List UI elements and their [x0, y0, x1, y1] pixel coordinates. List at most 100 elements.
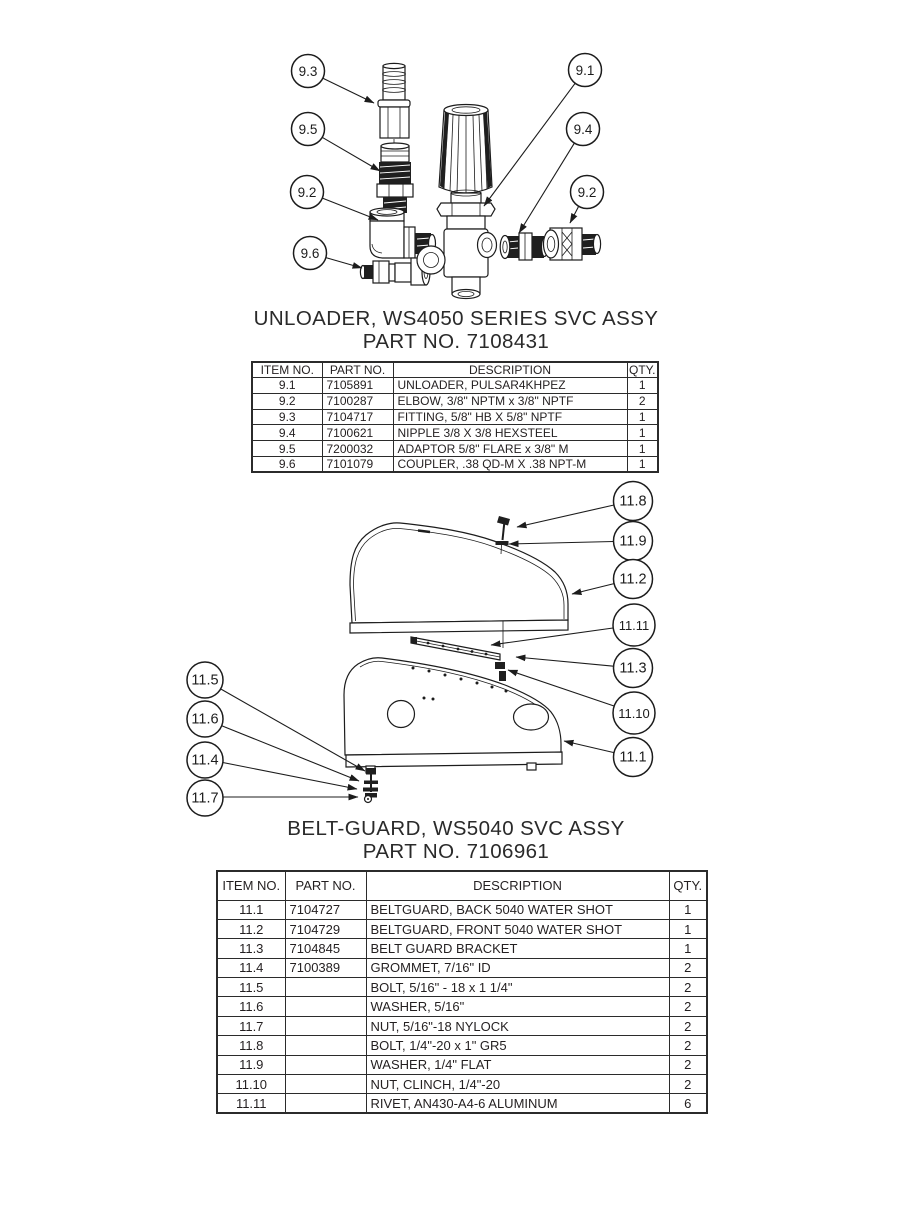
col-header-description: DESCRIPTION	[392, 361, 628, 378]
cell-part-no	[284, 1054, 367, 1076]
cell-qty: 2	[668, 1074, 708, 1095]
cell-item-no: 11.5	[216, 977, 286, 998]
cell-qty: 1	[668, 899, 708, 920]
cell-part-no	[284, 1074, 367, 1095]
cell-description: WASHER, 1/4" FLAT	[365, 1054, 670, 1076]
callout-label: 9.3	[299, 64, 318, 79]
assembly-part-number: PART NO. 7106961	[362, 840, 550, 863]
unloader-leader-lines	[321, 77, 580, 269]
cell-item-no: 11.4	[216, 957, 286, 979]
callout-balloon-11-7: 11.7	[186, 779, 224, 817]
cell-qty: 1	[668, 918, 708, 940]
cell-item-no: 9.2	[251, 392, 323, 410]
table-row: 11.8 BOLT, 1/4"-20 x 1" GR5 2	[216, 1035, 708, 1056]
cell-part-no	[284, 1015, 367, 1037]
col-header-part-no: PART NO.	[284, 870, 367, 901]
cell-qty: 1	[626, 424, 659, 442]
callout-balloon-9-5: 9.5	[290, 111, 326, 147]
table-row: 11.9 WASHER, 1/4" FLAT 2	[216, 1054, 708, 1076]
cell-description: BOLT, 5/16" - 18 x 1 1/4"	[365, 977, 670, 998]
cell-item-no: 11.8	[216, 1035, 286, 1056]
table-row: 11.6 WASHER, 5/16" 2	[216, 996, 708, 1017]
back-beltguard-drawing	[343, 657, 563, 774]
table-row: 11.4 7100389 GROMMET, 7/16" ID 2	[216, 957, 708, 979]
cell-part-no	[284, 977, 367, 998]
beltguard-title-block: BELT-GUARD, WS5040 SVC ASSY PART NO. 710…	[6, 817, 906, 863]
callout-balloon-9-4: 9.4	[565, 111, 601, 147]
cell-part-no	[284, 996, 367, 1017]
cell-item-no: 9.6	[251, 455, 323, 473]
elbow-right-drawing	[542, 227, 602, 261]
callout-balloon-11-1: 11.1	[612, 736, 654, 778]
table-row: 11.11 RIVET, AN430-A4-6 ALUMINUM 6	[216, 1093, 708, 1114]
unloader-assembly-drawing: 9.3 9.5 9.2 9.6 9.1 9.4	[289, 52, 605, 300]
callout-balloon-11-10: 11.10	[612, 691, 656, 735]
cell-part-no: 7104717	[321, 408, 394, 426]
cell-description: FITTING, 5/8" HB X 5/8" NPTF	[392, 408, 628, 426]
callout-label: 9.6	[301, 246, 320, 261]
cell-qty: 2	[668, 957, 708, 979]
cell-item-no: 11.3	[216, 938, 286, 959]
assembly-title: UNLOADER, WS4050 SERIES SVC ASSY	[253, 307, 659, 330]
callout-balloon-11-3: 11.3	[612, 647, 654, 689]
callout-balloon-11-8: 11.8	[612, 480, 654, 522]
cell-part-no: 7104845	[284, 938, 367, 959]
table-row: 9.3 7104717 FITTING, 5/8" HB X 5/8" NPTF…	[251, 408, 659, 426]
cell-description: ADAPTOR 5/8" FLARE x 3/8" M	[392, 440, 628, 457]
col-header-item-no: ITEM NO.	[251, 361, 323, 378]
cell-item-no: 11.7	[216, 1015, 286, 1037]
cell-description: UNLOADER, PULSAR4KHPEZ	[392, 377, 628, 394]
table-row: 11.5 BOLT, 5/16" - 18 x 1 1/4" 2	[216, 977, 708, 998]
cell-item-no: 11.1	[216, 899, 286, 920]
callout-balloon-9-3: 9.3	[290, 53, 326, 89]
callout-label: 9.2	[298, 185, 317, 200]
callout-balloon-11-4: 11.4	[186, 741, 224, 779]
unloader-valve-drawing	[416, 103, 498, 300]
callout-label: 11.1	[619, 750, 646, 766]
callout-balloon-9-2-left: 9.2	[289, 174, 325, 210]
cell-qty: 2	[668, 1015, 708, 1037]
callout-label: 9.1	[576, 63, 595, 78]
table-row: 9.2 7100287 ELBOW, 3/8" NPTM x 3/8" NPTF…	[251, 392, 659, 410]
table-header-row: ITEM NO. PART NO. DESCRIPTION QTY.	[251, 361, 659, 378]
table-row: 11.2 7104729 BELTGUARD, FRONT 5040 WATER…	[216, 918, 708, 940]
cell-part-no: 7200032	[321, 440, 394, 457]
cell-qty: 1	[668, 938, 708, 959]
callout-label: 11.5	[191, 673, 218, 689]
cell-description: COUPLER, .38 QD-M X .38 NPT-M	[392, 455, 628, 473]
bracket-drawing	[410, 621, 506, 681]
beltguard-leader-lines	[220, 504, 615, 801]
cell-description: BELTGUARD, BACK 5040 WATER SHOT	[365, 899, 670, 920]
cell-description: RIVET, AN430-A4-6 ALUMINUM	[365, 1093, 670, 1114]
callout-label: 9.5	[299, 122, 318, 137]
cell-part-no: 7100621	[321, 424, 394, 442]
cell-part-no: 7104727	[284, 899, 367, 920]
cell-description: BOLT, 1/4"-20 x 1" GR5	[365, 1035, 670, 1056]
col-header-description: DESCRIPTION	[365, 870, 670, 901]
cell-item-no: 9.3	[251, 408, 323, 426]
callout-balloon-11-11: 11.11	[612, 603, 656, 647]
cell-qty: 1	[626, 440, 659, 457]
cell-description: GROMMET, 7/16" ID	[365, 957, 670, 979]
cell-description: NUT, 5/16"-18 NYLOCK	[365, 1015, 670, 1037]
cell-part-no	[284, 1035, 367, 1056]
cell-qty: 2	[668, 1054, 708, 1076]
table-row: 11.1 7104727 BELTGUARD, BACK 5040 WATER …	[216, 899, 708, 920]
cell-description: BELT GUARD BRACKET	[365, 938, 670, 959]
assembly-part-number: PART NO. 7108431	[362, 330, 550, 353]
beltguard-parts-table: ITEM NO. PART NO. DESCRIPTION QTY. 11.1 …	[216, 870, 708, 1115]
callout-balloon-11-9: 11.9	[612, 520, 654, 562]
nipple-drawing	[499, 232, 549, 261]
callout-balloon-11-6: 11.6	[186, 700, 224, 738]
table-row: 11.10 NUT, CLINCH, 1/4"-20 2	[216, 1074, 708, 1095]
cell-description: NUT, CLINCH, 1/4"-20	[365, 1074, 670, 1095]
table-row: 9.1 7105891 UNLOADER, PULSAR4KHPEZ 1	[251, 377, 659, 394]
col-header-qty: QTY.	[626, 361, 659, 378]
table-header-row: ITEM NO. PART NO. DESCRIPTION QTY.	[216, 870, 708, 901]
cell-part-no	[284, 1093, 367, 1114]
callout-label: 11.6	[191, 712, 218, 728]
cell-item-no: 11.9	[216, 1054, 286, 1076]
cell-qty: 1	[626, 377, 659, 394]
cell-qty: 1	[626, 408, 659, 426]
table-row: 11.7 NUT, 5/16"-18 NYLOCK 2	[216, 1015, 708, 1037]
